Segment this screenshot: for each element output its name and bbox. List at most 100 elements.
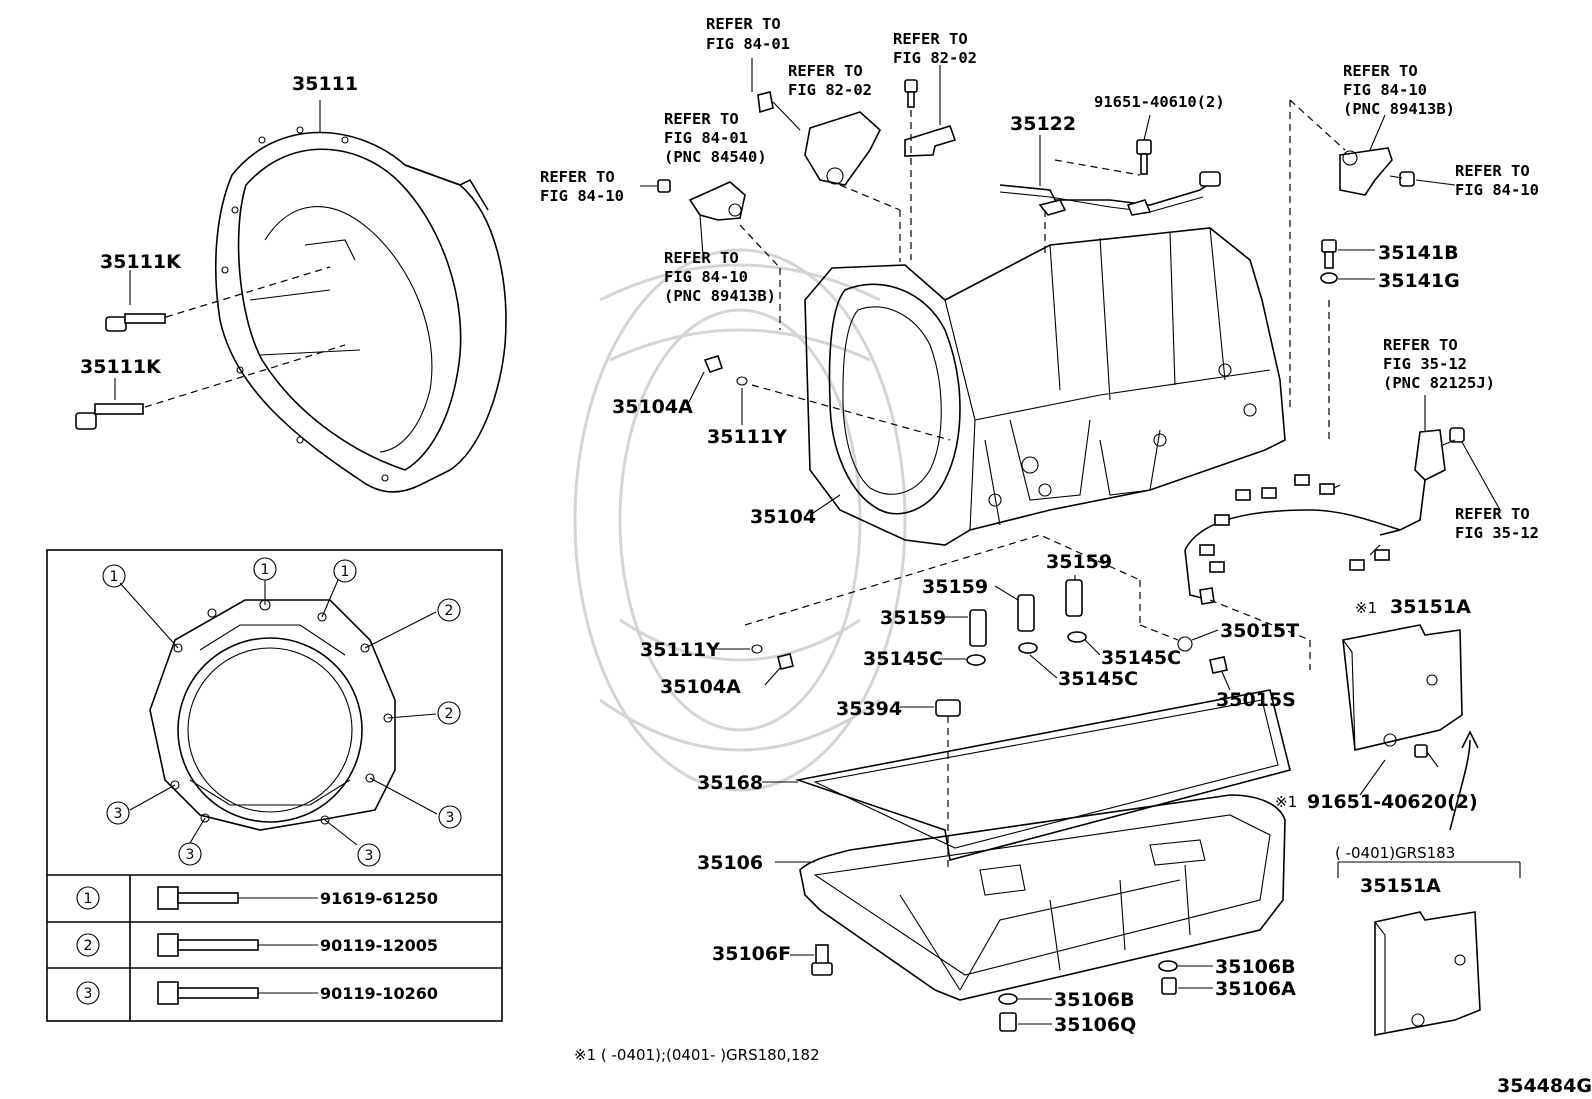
refer-r9: REFER TO FIG 35-12 (PNC 82125J) bbox=[1383, 336, 1495, 392]
svg-text:(PNC 82125J): (PNC 82125J) bbox=[1383, 374, 1495, 392]
transmission-case bbox=[804, 227, 1286, 546]
refer-r7: REFER TO FIG 84-10 (PNC 89413B) bbox=[1343, 62, 1455, 118]
gasket-35145c-c bbox=[1067, 631, 1101, 656]
svg-text:1: 1 bbox=[110, 569, 119, 585]
svg-text:REFER TO: REFER TO bbox=[664, 249, 739, 267]
sleeve-35159-b bbox=[994, 585, 1035, 632]
label-35106a: 35106A bbox=[1215, 978, 1296, 1000]
dashed-group-outline bbox=[744, 534, 1141, 626]
svg-text:FIG 84-10: FIG 84-10 bbox=[664, 268, 748, 286]
label-35106b-lower: 35106B bbox=[1054, 989, 1135, 1011]
note-mark-lower: ※1 bbox=[1275, 793, 1297, 811]
plug-35104a-lower bbox=[764, 653, 794, 686]
refer-r2: REFER TO FIG 82-02 bbox=[893, 30, 977, 67]
footnote: ※1 ( -0401);(0401- )GRS180,182 bbox=[574, 1046, 820, 1064]
svg-text:1: 1 bbox=[84, 891, 93, 907]
svg-text:2: 2 bbox=[445, 706, 454, 722]
bracket-82-02 bbox=[904, 65, 957, 260]
svg-text:1: 1 bbox=[261, 562, 270, 578]
refer-labels: REFER TO FIG 84-01 REFER TO FIG 82-02 RE… bbox=[540, 15, 1539, 542]
label-35111y-lower: 35111Y bbox=[640, 639, 720, 661]
svg-text:REFER TO: REFER TO bbox=[664, 110, 739, 128]
svg-text:REFER TO: REFER TO bbox=[1383, 336, 1458, 354]
condition-label: ( -0401)GRS183 bbox=[1335, 844, 1455, 862]
bolt-table-row-1: 1 91619-61250 bbox=[76, 886, 438, 910]
bolt-35111k-upper bbox=[105, 266, 331, 332]
protector-35151a-upper bbox=[1342, 624, 1479, 831]
svg-text:3: 3 bbox=[446, 810, 455, 826]
plug-35015s bbox=[1209, 656, 1231, 691]
leader-35104 bbox=[809, 494, 841, 516]
label-35141b: 35141B bbox=[1378, 242, 1459, 264]
gasket-35106b-upper bbox=[1158, 960, 1213, 972]
strainer-35394 bbox=[900, 699, 961, 870]
label-35159-c: 35159 bbox=[1046, 551, 1112, 573]
protector-35151a-lower bbox=[1374, 911, 1481, 1036]
svg-text:FIG 84-10: FIG 84-10 bbox=[1455, 181, 1539, 199]
inset-mark-1a: 1 bbox=[102, 564, 126, 588]
label-35159-b: 35159 bbox=[922, 576, 988, 598]
plug-35106a bbox=[1161, 977, 1213, 995]
oil-pan-35106 bbox=[775, 794, 1286, 1001]
refer-r10: REFER TO FIG 35-12 bbox=[1455, 505, 1539, 542]
label-35145c-c: 35145C bbox=[1101, 647, 1181, 669]
oil-cooler-tube-35122 bbox=[999, 114, 1221, 255]
washer-35141g bbox=[1320, 272, 1375, 440]
svg-text:2: 2 bbox=[84, 938, 93, 954]
label-35141g: 35141G bbox=[1378, 270, 1460, 292]
label-35106q: 35106Q bbox=[1054, 1014, 1136, 1036]
label-35104a-lower: 35104A bbox=[660, 676, 741, 698]
svg-text:2: 2 bbox=[445, 603, 454, 619]
figure-id: 354484G bbox=[1497, 1075, 1592, 1097]
label-35111: 35111 bbox=[292, 73, 358, 95]
oring-35111y-lower bbox=[716, 644, 763, 654]
bolt-table-row-3: 3 90119-10260 bbox=[76, 981, 438, 1005]
svg-text:REFER TO: REFER TO bbox=[1455, 505, 1530, 523]
label-35159-a: 35159 bbox=[880, 607, 946, 629]
refer-r1: REFER TO FIG 84-01 bbox=[706, 15, 790, 53]
svg-text:REFER TO: REFER TO bbox=[893, 30, 968, 48]
part-labels: 35111 35111K 35111K 35122 91651-40610(2)… bbox=[80, 73, 1592, 1097]
gasket-35145c-b bbox=[1018, 642, 1058, 679]
inset-mark-1b: 1 bbox=[253, 557, 277, 581]
gasket-35145c-a bbox=[938, 654, 986, 666]
speed-sensor-82125j bbox=[1379, 395, 1501, 536]
refer-r8: REFER TO FIG 84-10 bbox=[1455, 162, 1539, 199]
refer-r5: REFER TO FIG 84-10 bbox=[540, 168, 624, 205]
svg-text:FIG 82-02: FIG 82-02 bbox=[788, 81, 872, 99]
bolt-35141b bbox=[1321, 239, 1375, 269]
bell-housing bbox=[215, 126, 507, 493]
label-35151a-lower: 35151A bbox=[1360, 875, 1441, 897]
sleeve-35159-c bbox=[1065, 575, 1083, 617]
svg-text:1: 1 bbox=[341, 564, 350, 580]
label-35015t: 35015T bbox=[1220, 620, 1299, 642]
wire-harness bbox=[1184, 474, 1401, 605]
svg-text:3: 3 bbox=[84, 986, 93, 1002]
svg-text:3: 3 bbox=[365, 848, 374, 864]
sensor-89413b-left bbox=[640, 179, 781, 330]
label-35111k-upper: 35111K bbox=[100, 251, 182, 273]
drain-bolt-35106f bbox=[790, 944, 833, 976]
plug-35104a-upper bbox=[687, 355, 724, 405]
svg-text:FIG 82-02: FIG 82-02 bbox=[893, 49, 977, 67]
svg-text:REFER TO: REFER TO bbox=[540, 168, 615, 186]
oring-35015t bbox=[1139, 599, 1311, 670]
svg-text:FIG 84-01: FIG 84-01 bbox=[664, 129, 748, 147]
sensor-89413b-right bbox=[1289, 99, 1456, 410]
sleeve-35159-a bbox=[944, 609, 987, 647]
speed-sensor-84540 bbox=[751, 58, 881, 186]
svg-text:91619-61250: 91619-61250 bbox=[320, 889, 438, 908]
label-35104a-upper: 35104A bbox=[612, 396, 693, 418]
inset-mark-1c: 1 bbox=[333, 559, 357, 583]
label-35145c-b: 35145C bbox=[1058, 668, 1138, 690]
bolt-location-inset bbox=[46, 549, 503, 1022]
label-35106: 35106 bbox=[697, 852, 763, 874]
svg-text:FIG 84-10: FIG 84-10 bbox=[540, 187, 624, 205]
refer-r4: REFER TO FIG 84-01 (PNC 84540) bbox=[664, 110, 767, 166]
svg-text:FIG 84-01: FIG 84-01 bbox=[706, 35, 790, 53]
bolt-35111k-lower bbox=[75, 344, 346, 430]
inset-mark-3a: 3 bbox=[106, 801, 130, 825]
svg-text:(PNC 89413B): (PNC 89413B) bbox=[664, 287, 776, 305]
svg-text:(PNC 84540): (PNC 84540) bbox=[664, 148, 767, 166]
